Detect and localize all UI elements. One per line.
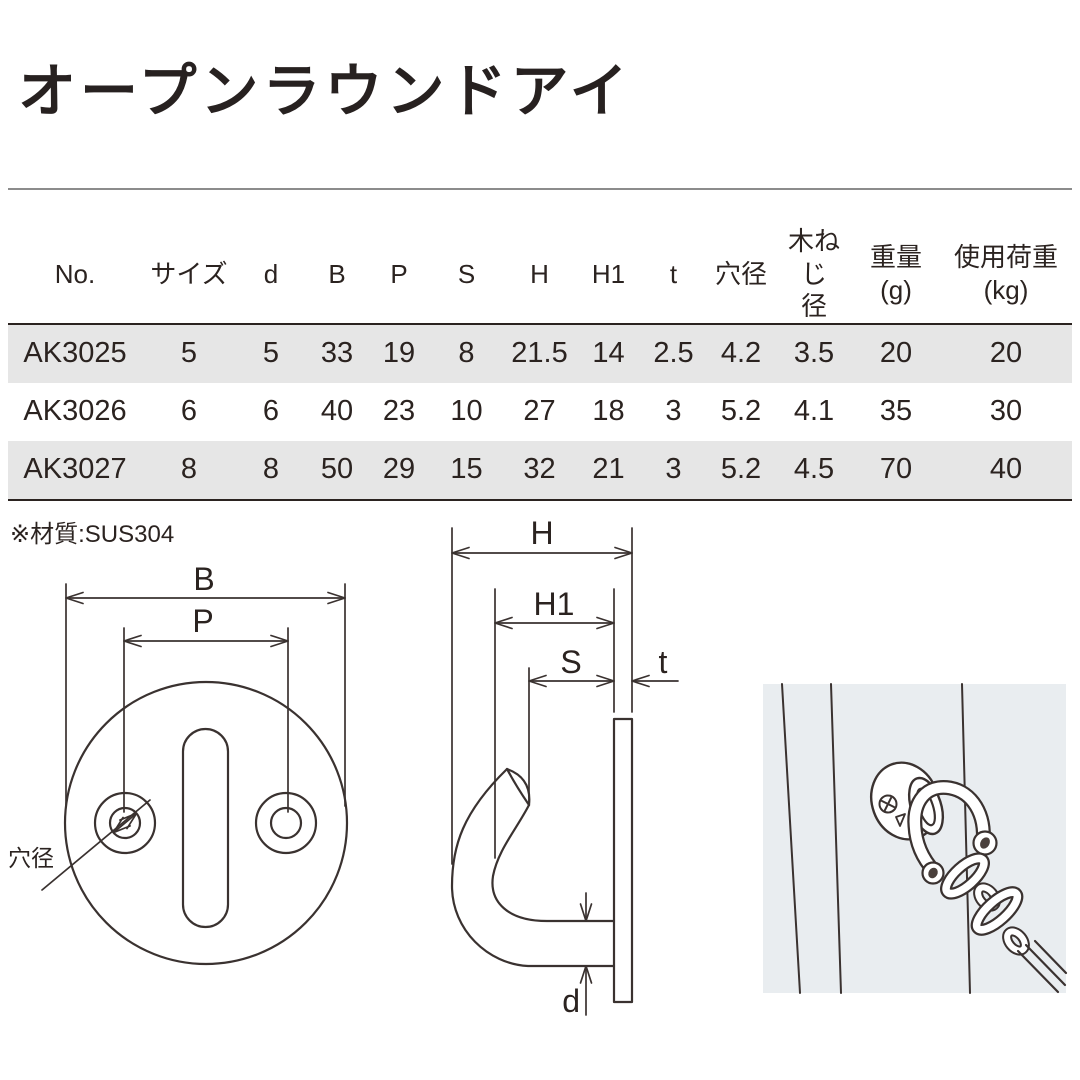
cell-t: 3: [641, 440, 706, 501]
cell-b: 33: [320, 337, 354, 369]
header-hole-dia: 穴径: [706, 225, 776, 325]
center-slot: [181, 727, 230, 929]
cell-size: 5: [180, 337, 198, 369]
left-hole-inner: [108, 806, 142, 840]
illustration-background: [763, 684, 1066, 993]
cell-p: 29: [368, 440, 430, 501]
illus-screw: [911, 783, 931, 803]
usage-illustration: [763, 683, 1068, 994]
cell-weight: 35: [879, 395, 913, 427]
cell-h1: 14: [592, 337, 625, 369]
side-view-drawing: H H1 S t d: [450, 515, 679, 1019]
left-hole-outer: [93, 791, 157, 855]
cell-h: 27: [523, 395, 556, 427]
cell-load: 40: [940, 440, 1072, 501]
illus-shackle-ear: [972, 830, 998, 856]
dim-label-h: H: [530, 515, 553, 551]
dim-label-p: P: [192, 603, 213, 639]
header-b: B: [306, 225, 368, 325]
cell-h1: 21: [576, 440, 641, 501]
right-hole-inner: [269, 806, 303, 840]
header-row: No. サイズ d B P S H H1 t 穴径 木ねじ径 重量(g) 使用荷…: [8, 225, 1072, 325]
plate-side-view: [612, 717, 634, 1004]
cell-s: 8: [458, 337, 475, 369]
illus-eye-inner: [916, 787, 936, 827]
hook-inner-edge: [491, 803, 616, 923]
cell-b: 50: [306, 440, 368, 501]
hook-outer-edge: [450, 767, 616, 968]
header-s: S: [430, 225, 503, 325]
material-note: ※材質:SUS304: [10, 521, 175, 548]
title-separator: [8, 188, 1072, 190]
cell-s: 10: [450, 395, 483, 427]
header-size: サイズ: [142, 225, 236, 325]
plate-outline: [63, 680, 349, 966]
illus-plate: [870, 761, 940, 841]
cell-h: 21.5: [511, 337, 568, 369]
cell-d: 8: [236, 440, 306, 501]
spec-row-ak3027: AK3027 8 8 50 29 15 32 21 3 5.2 4.5 70 4…: [8, 440, 1072, 501]
cell-weight: 20: [879, 337, 913, 369]
cell-hole: 5.2: [706, 440, 776, 501]
cell-d: 5: [262, 337, 280, 369]
cell-no: AK3027: [8, 440, 142, 501]
header-h1: H1: [576, 225, 641, 325]
spec-table: No. サイズ d B P S H H1 t 穴径 木ねじ径 重量(g) 使用荷…: [8, 225, 1072, 501]
illus-chain: [940, 852, 1068, 994]
header-no: No.: [8, 225, 142, 325]
cell-h1: 18: [592, 395, 625, 427]
header-working-load: 使用荷重(kg): [940, 225, 1072, 325]
front-view-drawing: B P 穴径: [8, 561, 349, 966]
cell-size: 8: [142, 440, 236, 501]
wall-line: [961, 683, 971, 994]
header-h: H: [503, 225, 576, 325]
header-p: P: [368, 225, 430, 325]
cell-load: 20: [989, 337, 1023, 369]
cell-b: 40: [320, 395, 354, 427]
dim-label-h1: H1: [534, 586, 575, 622]
cell-d: 6: [262, 395, 280, 427]
right-hole-outer: [254, 791, 318, 855]
cell-t: 3: [665, 395, 682, 427]
cell-screw: 4.5: [776, 440, 852, 501]
dim-label-s: S: [560, 644, 581, 680]
cell-p: 19: [382, 337, 416, 369]
header-wood-screw-dia: 木ねじ径: [776, 225, 852, 325]
cell-no: AK3025: [23, 337, 127, 369]
dim-label-t: t: [659, 644, 668, 680]
cell-screw: 4.1: [793, 395, 835, 427]
cell-hole: 5.2: [720, 395, 762, 427]
illus-shackle-body: [909, 782, 989, 877]
hook-tip-cut: [505, 767, 531, 807]
illus-eye-outer: [907, 776, 945, 836]
cell-weight: 70: [852, 440, 940, 501]
dim-label-d: d: [562, 983, 580, 1019]
header-t: t: [641, 225, 706, 325]
header-d: d: [236, 225, 306, 325]
page-title: オープンラウンドアイ: [18, 59, 632, 124]
cell-p: 23: [382, 395, 416, 427]
cell-screw: 3.5: [793, 337, 835, 369]
illus-plate-notch: [895, 813, 906, 827]
cell-t: 2.5: [653, 337, 694, 369]
wall-line: [830, 683, 842, 994]
dim-label-b: B: [193, 561, 214, 597]
spec-row-ak3026: AK3026 6 6 40 23 10 27 18 3 5.2 4.1 35 3…: [8, 383, 1072, 441]
illus-screw: [878, 794, 898, 814]
cell-load: 30: [989, 395, 1023, 427]
hole-dia-label: 穴径: [8, 845, 54, 871]
illus-shackle-ear: [921, 861, 945, 885]
cell-no: AK3026: [23, 395, 127, 427]
illus-shackle-outline: [907, 779, 991, 879]
cell-h: 32: [503, 440, 576, 501]
spec-row-ak3025: AK3025 5 5 33 19 8 21.5 14 2.5 4.2 3.5 2…: [8, 323, 1072, 383]
cell-s: 15: [430, 440, 503, 501]
wall-line: [781, 683, 801, 994]
header-weight: 重量(g): [852, 225, 940, 325]
cell-size: 6: [180, 395, 198, 427]
cell-hole: 4.2: [720, 337, 762, 369]
